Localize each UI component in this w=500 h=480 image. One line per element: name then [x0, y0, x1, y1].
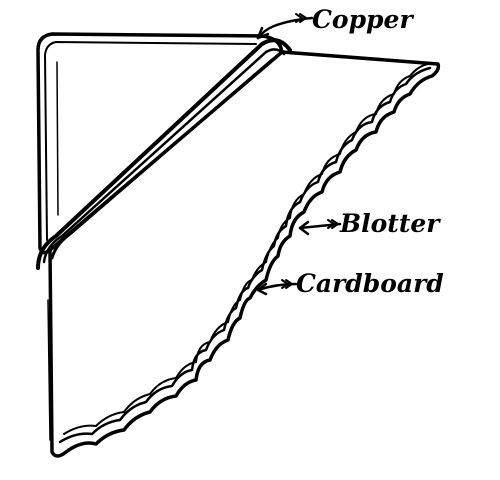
upright-panel-layer-lines [44, 41, 257, 241]
label-cardboard: Cardboard [296, 269, 444, 298]
cardboard-pointer [256, 279, 298, 296]
blotter-pointer [298, 219, 342, 236]
label-blotter: Blotter [339, 209, 441, 238]
front-panel-outline [48, 50, 441, 458]
copper-fold-band-mid [42, 48, 286, 264]
front-panel-left-edge [47, 299, 51, 441]
upright-panel-inner-line [56, 61, 59, 216]
copper-fold-band-inner [50, 58, 274, 260]
copper-fold-band-outer [36, 38, 292, 270]
copper-layer-edge [63, 63, 429, 435]
label-copper: Copper [312, 5, 414, 34]
blotter-layer-edge [58, 66, 432, 444]
copper-pointer [256, 13, 314, 40]
